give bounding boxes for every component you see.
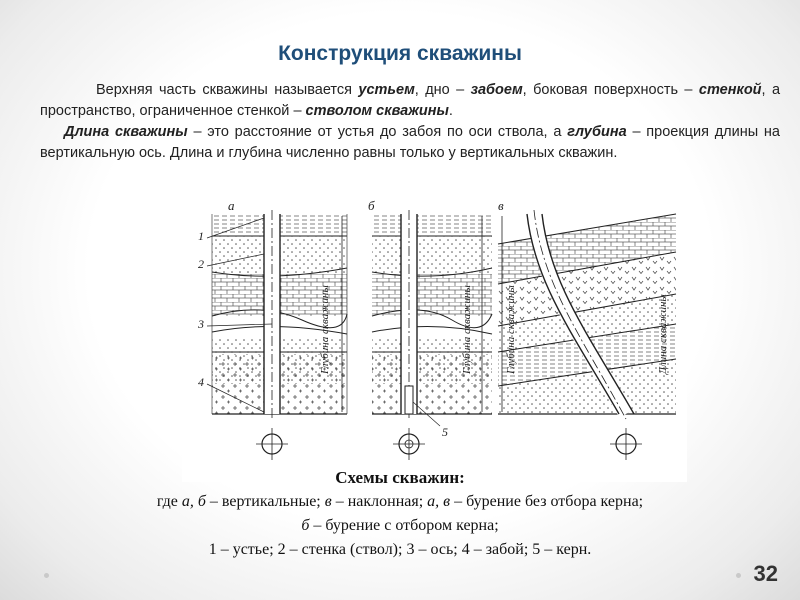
caption-line1-prefix: где <box>156 493 182 510</box>
intro-text-run: , а пространство, ограниченное стенкой – <box>40 82 781 119</box>
caption-line2-b: б <box>301 517 310 534</box>
decor-dot-right <box>736 573 741 578</box>
depth-label-b: Глубина скважины <box>461 285 473 375</box>
depth-label-a: Глубина скважины <box>319 285 331 375</box>
caption-title: Схемы скважин: <box>335 468 465 487</box>
intro-term: глубина <box>567 124 627 140</box>
callout-4: 4 <box>198 375 204 389</box>
length-label-c: Длина скважины <box>657 294 669 375</box>
intro-text-run: – это расстояние от устья до забоя по ос… <box>187 124 568 140</box>
page-number: 32 <box>753 561 778 586</box>
caption-line2-end: – бурение с отбором керна; <box>309 517 499 534</box>
intro-term: устьем <box>358 82 415 98</box>
intro-text-run: , боковая поверхность – <box>522 82 699 98</box>
caption-line1-mid2: – наклонная; <box>331 493 428 510</box>
panel-c: в Глубина скважины Длина скважины <box>497 198 677 460</box>
intro-paragraph-2: Длина скважины – это расстояние от устья… <box>40 122 780 164</box>
well-schemes-figure: а 1 2 3 4 Глубина скважины <box>182 174 687 482</box>
intro-text-run: – проекция длины на вертикальную ось. Дл… <box>40 124 780 161</box>
page-title: Конструкция скважины <box>278 42 522 65</box>
caption-line1-end: – бурение без отбора керна; <box>450 493 644 510</box>
panel-c-label: в <box>498 198 504 213</box>
caption-line1-v: в <box>324 493 332 510</box>
panel-b-label: б <box>368 198 375 213</box>
figure-caption: Схемы скважин: где а, б – вертикальные; … <box>0 466 800 562</box>
panel-a-label: а <box>228 198 235 213</box>
caption-line-3: 1 – устье; 2 – стенка (ствол); 3 – ось; … <box>208 541 592 558</box>
well-schemes-drawing: а 1 2 3 4 Глубина скважины <box>197 198 677 460</box>
intro-term: забоем <box>470 82 523 98</box>
panel-b: б 5 Глубина скважины <box>368 198 493 460</box>
caption-line-2: б – бурение с отбором керна; <box>0 514 800 538</box>
callout-2: 2 <box>198 257 204 271</box>
caption-line1-av: а, в <box>427 493 451 510</box>
intro-text-run: . <box>448 103 453 119</box>
intro-term: стволом скважины <box>305 103 449 119</box>
callout-3: 3 <box>197 317 204 331</box>
intro-text-run: Верхняя часть скважины называется <box>96 82 359 98</box>
intro-term: стенкой <box>698 82 762 98</box>
caption-line1-ab: а, б <box>181 493 206 510</box>
caption-line-1: где а, б – вертикальные; в – наклонная; … <box>0 490 800 514</box>
intro-text-run: , дно – <box>414 82 471 98</box>
intro-term: Длина скважины <box>64 124 188 140</box>
caption-line1-mid1: – вертикальные; <box>205 493 325 510</box>
intro-text: Верхняя часть скважины называется устьем… <box>40 80 780 164</box>
callout-1: 1 <box>198 229 204 243</box>
decor-dot-left <box>44 573 49 578</box>
depth-label-c: Глубина скважины <box>505 285 517 375</box>
intro-paragraph-1: Верхняя часть скважины называется устьем… <box>40 80 780 122</box>
callout-5: 5 <box>442 425 448 439</box>
panel-a: а 1 2 3 4 Глубина скважины <box>197 198 348 460</box>
